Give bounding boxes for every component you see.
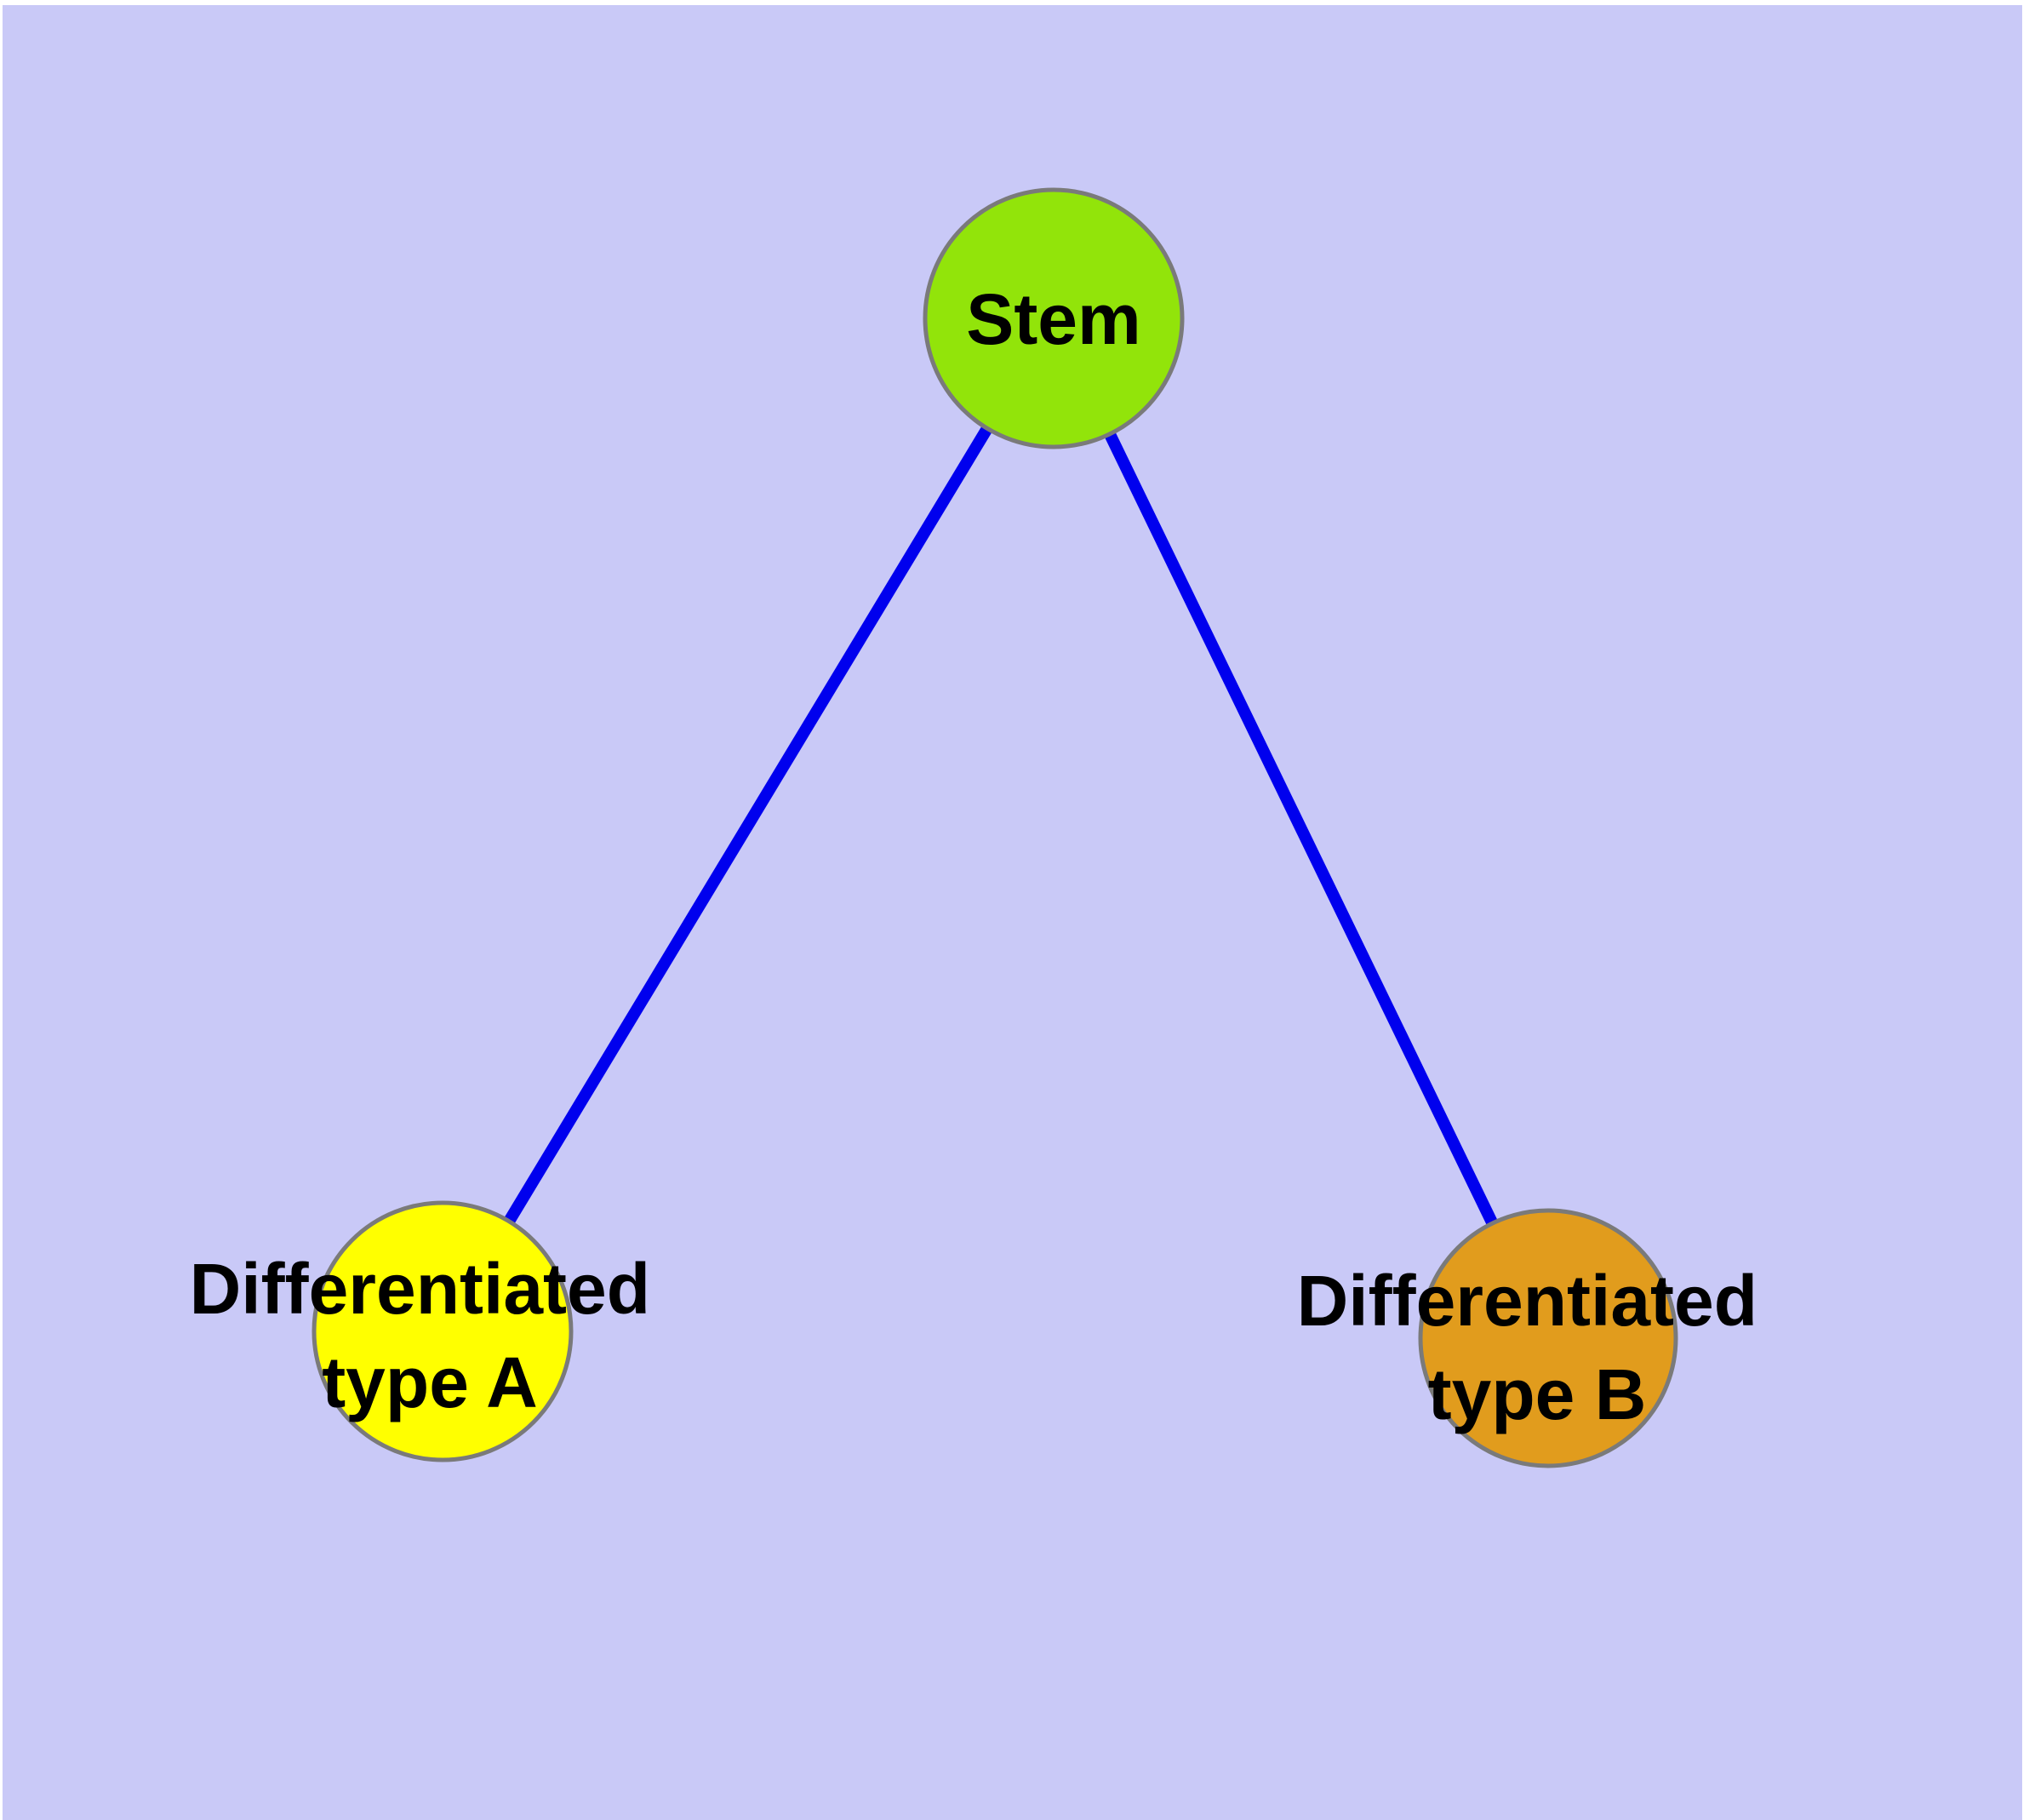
- node-type-b-label-line1: Differentiated: [1297, 1261, 1758, 1341]
- node-type-b-label: Differentiated type B: [1297, 1261, 1778, 1434]
- node-type-a-label-line1: Differentiated: [190, 1249, 650, 1329]
- node-stem-label: Stem: [966, 279, 1140, 359]
- edge-stem-to-type-a: [437, 315, 1059, 1335]
- node-type-b-label-line2: type B: [1428, 1354, 1647, 1434]
- node-type-b-circle: [1418, 1208, 1678, 1468]
- node-type-a-label: Differentiated type A: [190, 1249, 671, 1422]
- node-stem-circle: [923, 187, 1185, 449]
- node-type-a-label-line2: type A: [322, 1342, 538, 1422]
- node-type-a-circle: [311, 1200, 574, 1462]
- edge-stem-to-type-b: [1048, 315, 1554, 1342]
